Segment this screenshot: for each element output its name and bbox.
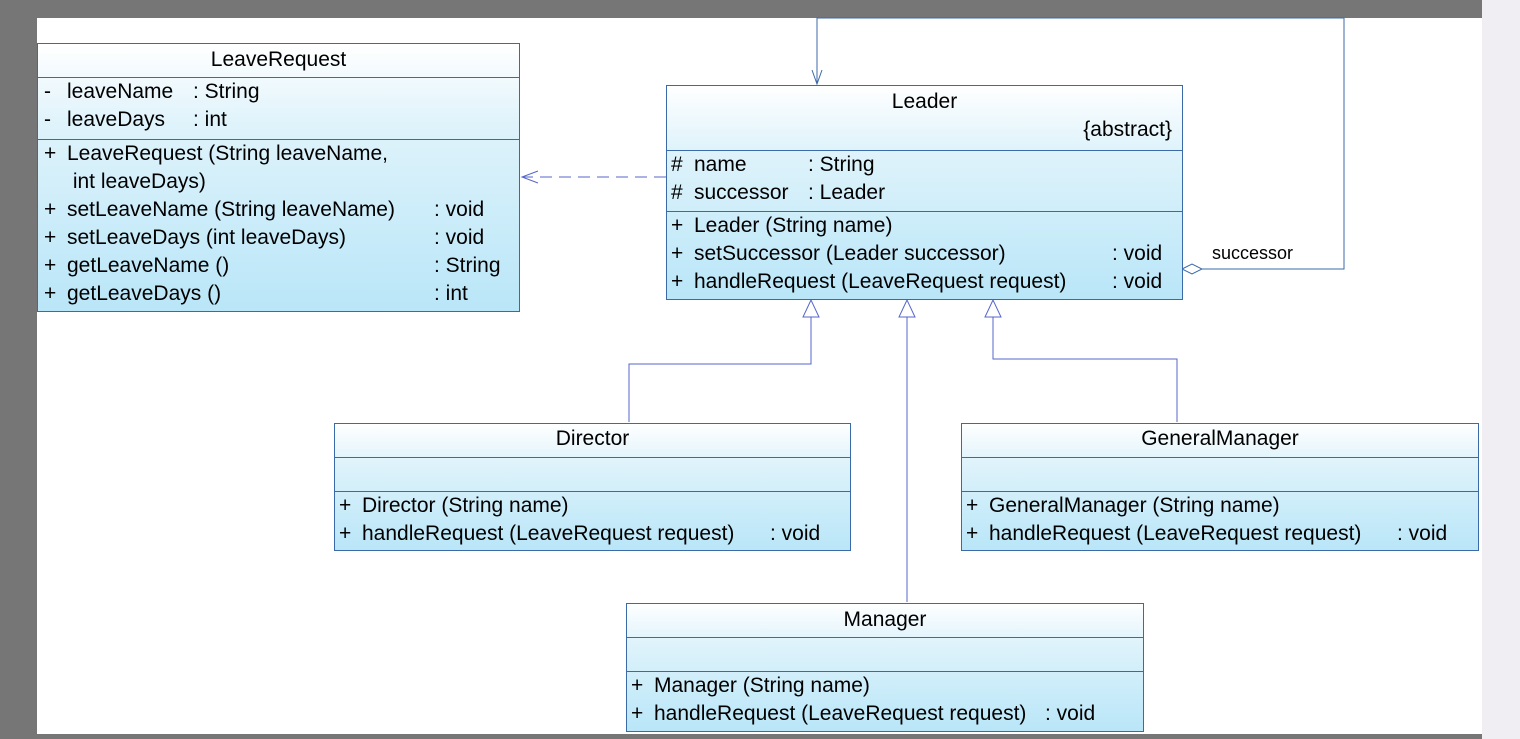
operation-row: +Director (String name) [339,494,569,517]
dependency-leader-to-leaverequest [520,170,666,184]
operation-row: +handleRequest (LeaveRequest request): v… [671,270,1163,293]
operation-row: +LeaveRequest (String leaveName, [44,142,389,165]
operations-section: +LeaveRequest (String leaveName, int lea… [38,139,519,311]
operation-row: +Leader (String name) [671,214,893,237]
operations-section: +Leader (String name) +setSuccessor (Lea… [667,211,1182,299]
class-name: Manager [843,608,927,631]
attribute-row: -leaveDays: int [44,108,227,131]
operation-row: +handleRequest (LeaveRequest request): v… [966,522,1448,545]
attributes-section [627,637,1143,671]
generalization-director [628,298,820,422]
class-leaverequest[interactable]: LeaveRequest -leaveName: String -leaveDa… [37,43,520,312]
operation-row: +getLeaveDays (): int [44,282,468,305]
operation-row: +setSuccessor (Leader successor): void [671,242,1163,265]
attributes-section: -leaveName: String -leaveDays: int [38,77,519,139]
attributes-section [335,457,850,491]
right-panel-edge [1482,0,1520,739]
attribute-row: #successor: Leader [671,181,886,204]
operation-row: +handleRequest (LeaveRequest request): v… [339,522,821,545]
self-association-successor [811,17,1345,275]
attribute-row: -leaveName: String [44,80,260,103]
operation-row: +handleRequest (LeaveRequest request): v… [631,702,1096,725]
operations-section: +Manager (String name) +handleRequest (L… [627,671,1143,731]
class-name: Leader [891,90,958,113]
class-name: GeneralManager [1141,427,1299,450]
class-leader[interactable]: Leader {abstract} #name: String #success… [666,85,1183,300]
class-generalmanager[interactable]: GeneralManager +GeneralManager (String n… [961,423,1479,551]
operations-section: +Director (String name) +handleRequest (… [335,491,850,550]
attributes-section [962,457,1478,491]
operation-row: +GeneralManager (String name) [966,494,1280,517]
class-manager[interactable]: Manager +Manager (String name) +handleRe… [626,603,1144,732]
class-director[interactable]: Director +Director (String name) +handle… [334,423,851,551]
operation-row: +setLeaveName (String leaveName): void [44,198,485,221]
abstract-stereotype: {abstract} [1083,118,1172,141]
operation-row: int leaveDays) [67,170,206,193]
operation-row: +Manager (String name) [631,674,870,697]
class-name: Director [555,427,630,450]
class-name: LeaveRequest [210,48,347,71]
successor-role-label: successor [1212,243,1294,263]
operation-row: +getLeaveName (): String [44,254,501,277]
attributes-section: #name: String #successor: Leader [667,150,1182,211]
operation-row: +setLeaveDays (int leaveDays): void [44,226,485,249]
operations-section: +GeneralManager (String name) +handleReq… [962,491,1478,550]
generalization-generalmanager [984,298,1178,422]
generalization-manager [898,298,916,602]
attribute-row: #name: String [671,153,875,176]
